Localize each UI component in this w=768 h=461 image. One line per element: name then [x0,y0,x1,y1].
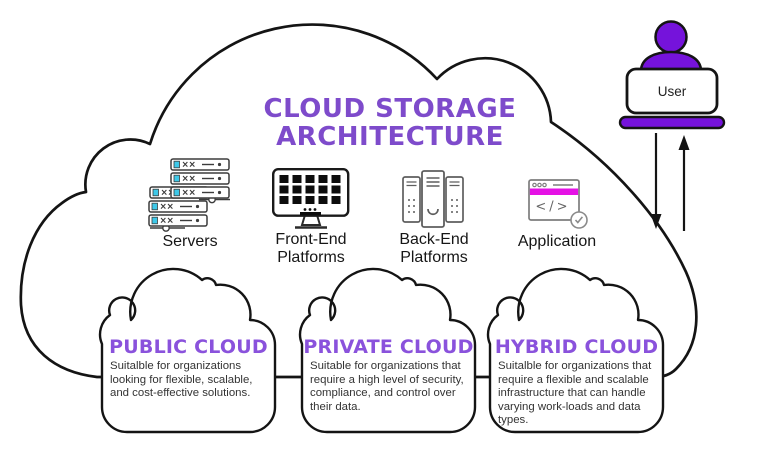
code-glyph: </> [535,200,570,215]
title-line-2: ARCHITECTURE [276,122,504,152]
user-label: User [657,84,687,99]
application-label: Application [517,233,597,250]
private-cloud-name: PRIVATE CLOUD [303,336,474,358]
public-cloud-name: PUBLIC CLOUD [109,336,268,358]
title-line-1: CLOUD STORAGE [263,94,517,124]
laptop-icon [625,67,719,115]
hybrid-cloud-description: Suitalble for organizations that require… [498,360,652,427]
private-cloud-shape [298,267,477,434]
arrow-down-icon [650,133,662,229]
front-end-platforms-icon [272,168,350,229]
arrow-up-icon [678,135,690,231]
back-end-platforms-label: Back-End Platforms [399,231,469,266]
hybrid-cloud-shape [486,267,665,434]
user-icon [618,20,726,130]
servers-icon [148,158,230,232]
public-cloud-shape [98,267,277,434]
page-title: CLOUD STORAGE ARCHITECTURE [248,95,532,151]
servers-label: Servers [162,233,218,250]
back-end-platforms-icon [402,170,464,228]
application-icon: </> [528,179,588,229]
private-cloud-description: Suitable for organizations that require … [310,360,464,413]
public-cloud-description: Suitalble for organizations looking for … [110,360,253,400]
hybrid-cloud-name: HYBRID CLOUD [494,336,659,358]
front-end-platforms-label: Front-End Platforms [275,231,347,266]
